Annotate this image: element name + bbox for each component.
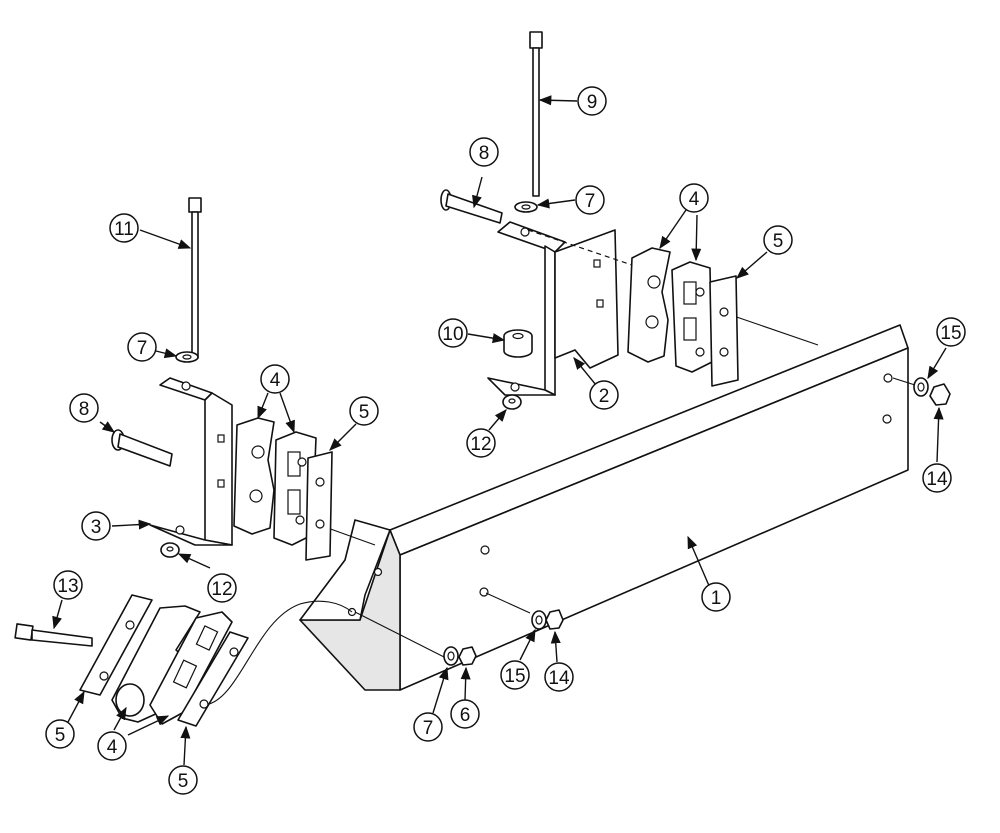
washer-7-left — [175, 351, 199, 363]
nut-12-upper — [502, 394, 522, 410]
washer-7-upper — [514, 201, 538, 213]
callout-7-upper: 7 — [575, 185, 605, 215]
svg-text:13: 13 — [57, 576, 78, 597]
callout-5-left: 5 — [349, 396, 379, 426]
svg-text:10: 10 — [442, 324, 463, 345]
left-clamp-set — [233, 417, 333, 561]
bottom-clamp-set — [79, 594, 249, 727]
svg-text:8: 8 — [79, 399, 90, 420]
callout-15-mid: 15 — [500, 660, 530, 690]
nut-14-mid — [545, 609, 564, 630]
nut-6 — [458, 646, 477, 666]
washer-15-mid — [531, 610, 547, 630]
svg-text:7: 7 — [423, 718, 434, 739]
main-rail — [204, 311, 916, 706]
svg-text:8: 8 — [479, 143, 490, 164]
callout-3: 3 — [81, 511, 111, 541]
bolt-11 — [188, 197, 202, 359]
svg-text:14: 14 — [548, 668, 570, 689]
nut-12-left — [160, 542, 180, 558]
callout-6: 6 — [450, 699, 480, 729]
svg-text:5: 5 — [359, 402, 370, 423]
svg-text:12: 12 — [211, 579, 232, 600]
svg-text:6: 6 — [460, 705, 471, 726]
svg-text:15: 15 — [940, 323, 961, 344]
callout-5-upper: 5 — [763, 225, 793, 255]
washer-15-right — [913, 377, 929, 397]
callout-8-upper: 8 — [469, 137, 499, 167]
svg-text:7: 7 — [585, 191, 596, 212]
pin-8-upper — [440, 189, 503, 224]
nut-14-right — [929, 383, 951, 406]
svg-text:4: 4 — [689, 189, 700, 210]
bolt-13 — [14, 623, 93, 647]
svg-text:7: 7 — [137, 338, 148, 359]
svg-text:1: 1 — [711, 588, 722, 609]
callout-8-left: 8 — [69, 393, 99, 423]
callout-2: 2 — [589, 380, 619, 410]
svg-text:15: 15 — [504, 666, 525, 687]
upper-bracket — [487, 221, 633, 396]
callout-7-left: 7 — [127, 332, 157, 362]
pin-8-left — [111, 429, 173, 467]
callout-4-upper: 4 — [679, 183, 709, 213]
svg-text:3: 3 — [91, 517, 102, 538]
callout-4-bottom: 4 — [97, 731, 127, 761]
callout-10: 10 — [438, 318, 468, 348]
callout-1: 1 — [701, 582, 731, 612]
callout-11: 11 — [109, 213, 139, 243]
callout-5-bottom-left: 5 — [45, 719, 75, 749]
callout-15-right: 15 — [936, 317, 966, 347]
svg-text:4: 4 — [270, 370, 281, 391]
svg-text:5: 5 — [55, 725, 66, 746]
svg-text:14: 14 — [926, 469, 948, 490]
svg-text:5: 5 — [773, 231, 784, 252]
svg-text:5: 5 — [178, 771, 189, 792]
callout-5-bottom-right: 5 — [168, 765, 198, 795]
callout-12-left: 12 — [207, 573, 237, 603]
upper-clamp-set — [627, 247, 739, 387]
svg-text:4: 4 — [107, 737, 118, 758]
callout-9: 9 — [577, 86, 607, 116]
callout-7-bottom: 7 — [413, 712, 443, 742]
callout-14-mid: 14 — [544, 662, 574, 692]
callout-leaders — [52, 95, 947, 766]
svg-text:9: 9 — [587, 92, 598, 113]
callout-4-left: 4 — [260, 364, 290, 394]
callout-12-upper: 12 — [466, 428, 496, 458]
svg-text:2: 2 — [599, 386, 610, 407]
bolt-9 — [529, 31, 543, 197]
svg-text:11: 11 — [114, 219, 134, 240]
left-bracket — [149, 377, 233, 546]
svg-text:12: 12 — [470, 434, 491, 455]
washer-7-bottom — [443, 646, 459, 666]
callout-14-right: 14 — [922, 463, 952, 493]
callout-13: 13 — [53, 570, 83, 600]
